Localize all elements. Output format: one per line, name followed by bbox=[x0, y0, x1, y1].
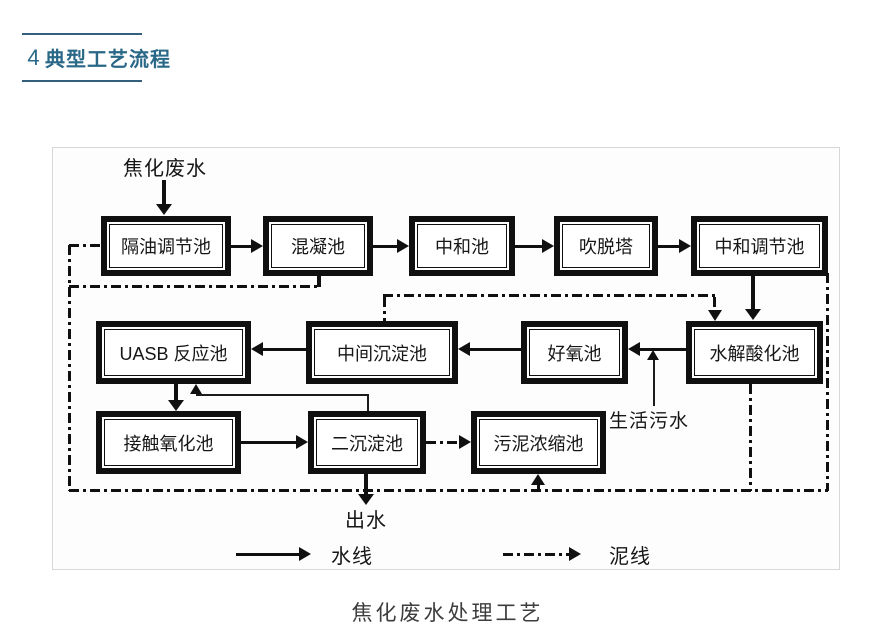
recycle-line bbox=[367, 394, 369, 411]
arrow-line bbox=[751, 276, 755, 310]
arrow-line bbox=[263, 348, 306, 351]
arrow-down-icon bbox=[168, 400, 184, 411]
arrow-left-icon bbox=[251, 342, 263, 356]
arrow-line bbox=[231, 245, 253, 248]
section-title: 典型工艺流程 bbox=[45, 49, 171, 71]
box-intermediate-sedimentation-tank: 中间沉淀池 bbox=[306, 321, 458, 384]
arrow-right-icon bbox=[542, 239, 554, 253]
arrow-right-icon bbox=[569, 547, 581, 561]
arrow-up-icon bbox=[531, 474, 545, 485]
arrow-right-icon bbox=[459, 435, 471, 449]
coagulation-sludge-drop-line bbox=[317, 276, 321, 287]
box-coagulation-tank: 混凝池 bbox=[263, 216, 373, 276]
box-label: 好氧池 bbox=[547, 343, 602, 364]
sedimentation-return-riser-line bbox=[383, 297, 386, 321]
arrow-line bbox=[470, 348, 521, 351]
legend-sludge-line-label: 泥线 bbox=[609, 546, 651, 568]
arrow-right-icon bbox=[251, 239, 263, 253]
arrow-line bbox=[241, 441, 296, 444]
arrow-line bbox=[515, 245, 544, 248]
box-neutralization-regulating-tank: 中和调节池 bbox=[691, 216, 828, 276]
coagulation-sludge-line bbox=[69, 285, 319, 288]
arrow-left-icon bbox=[458, 342, 470, 356]
hydrolysis-sludge-drop-line bbox=[749, 384, 752, 491]
section-number: 4 bbox=[27, 44, 40, 70]
arrow-down-icon bbox=[358, 494, 374, 505]
box-label: UASB 反应池 bbox=[119, 343, 228, 364]
arrow-line bbox=[174, 384, 178, 402]
box-label: 混凝池 bbox=[291, 237, 345, 257]
domestic-sewage-line bbox=[653, 360, 655, 406]
box-label: 水解酸化池 bbox=[709, 343, 800, 364]
legend-water-line-sample bbox=[236, 553, 300, 556]
figure-caption: 焦化废水处理工艺 bbox=[351, 602, 544, 625]
sludge-return-left-line bbox=[68, 245, 71, 491]
box-neutralization-tank: 中和池 bbox=[409, 216, 515, 276]
process-flow-diagram: 焦化废水 隔油调节池 混凝池 中和池 吹脱塔 中和调节池 UASB 反应池 中间… bbox=[52, 147, 840, 570]
domestic-sewage-label: 生活污水 bbox=[609, 411, 690, 432]
box-contact-oxidation-tank: 接触氧化池 bbox=[96, 411, 241, 474]
arrow-up-icon bbox=[647, 350, 659, 360]
arrow-line bbox=[658, 245, 681, 248]
sedimentation-return-drop-line bbox=[713, 297, 716, 311]
box-sludge-thickening-tank: 污泥浓缩池 bbox=[471, 411, 606, 474]
effluent-arrow-line bbox=[364, 474, 368, 495]
arrow-right-icon bbox=[299, 547, 311, 561]
box-label: 吹脱塔 bbox=[579, 237, 633, 257]
arrow-line bbox=[373, 245, 399, 248]
arrow-right-icon bbox=[296, 435, 308, 449]
box-hydrolysis-acidification-tank: 水解酸化池 bbox=[686, 321, 823, 384]
arrow-down-icon bbox=[745, 309, 761, 320]
box-label: 污泥浓缩池 bbox=[493, 433, 584, 454]
box-label: 二沉淀池 bbox=[331, 433, 403, 454]
box-label: 中和池 bbox=[435, 237, 489, 257]
legend-water-line-label: 水线 bbox=[331, 546, 373, 568]
section-header: 4 典型工艺流程 bbox=[22, 33, 170, 82]
legend-sludge-line-sample bbox=[503, 553, 569, 556]
effluent-label: 出水 bbox=[345, 510, 387, 532]
sludge-return-to-oil-tank-line bbox=[69, 244, 101, 247]
feed-arrow-head-icon bbox=[156, 204, 172, 215]
box-uasb-reactor: UASB 反应池 bbox=[96, 321, 251, 384]
arrow-up-icon bbox=[190, 384, 202, 394]
sludge-arrow-line bbox=[426, 441, 459, 444]
box-label: 中间沉淀池 bbox=[337, 343, 427, 364]
feed-arrow-line bbox=[162, 180, 166, 206]
sludge-bottom-line bbox=[69, 489, 828, 492]
box-oil-separation-regulating-tank: 隔油调节池 bbox=[101, 216, 231, 276]
arrow-right-icon bbox=[679, 239, 691, 253]
box-label: 中和调节池 bbox=[714, 237, 805, 257]
sludge-right-edge-line bbox=[826, 273, 829, 491]
thickener-feed-line bbox=[537, 485, 540, 491]
box-label: 隔油调节池 bbox=[121, 237, 211, 257]
box-stripping-tower: 吹脱塔 bbox=[554, 216, 658, 276]
box-aerobic-tank: 好氧池 bbox=[521, 321, 628, 384]
sedimentation-return-line bbox=[383, 294, 716, 297]
arrow-right-icon bbox=[397, 239, 409, 253]
box-label: 接触氧化池 bbox=[123, 433, 214, 454]
feed-label: 焦化废水 bbox=[123, 158, 207, 180]
box-secondary-sedimentation-tank: 二沉淀池 bbox=[308, 411, 426, 474]
arrow-down-icon bbox=[708, 310, 722, 321]
arrow-left-icon bbox=[628, 342, 640, 356]
arrow-line bbox=[640, 348, 686, 351]
recycle-line bbox=[196, 394, 369, 396]
